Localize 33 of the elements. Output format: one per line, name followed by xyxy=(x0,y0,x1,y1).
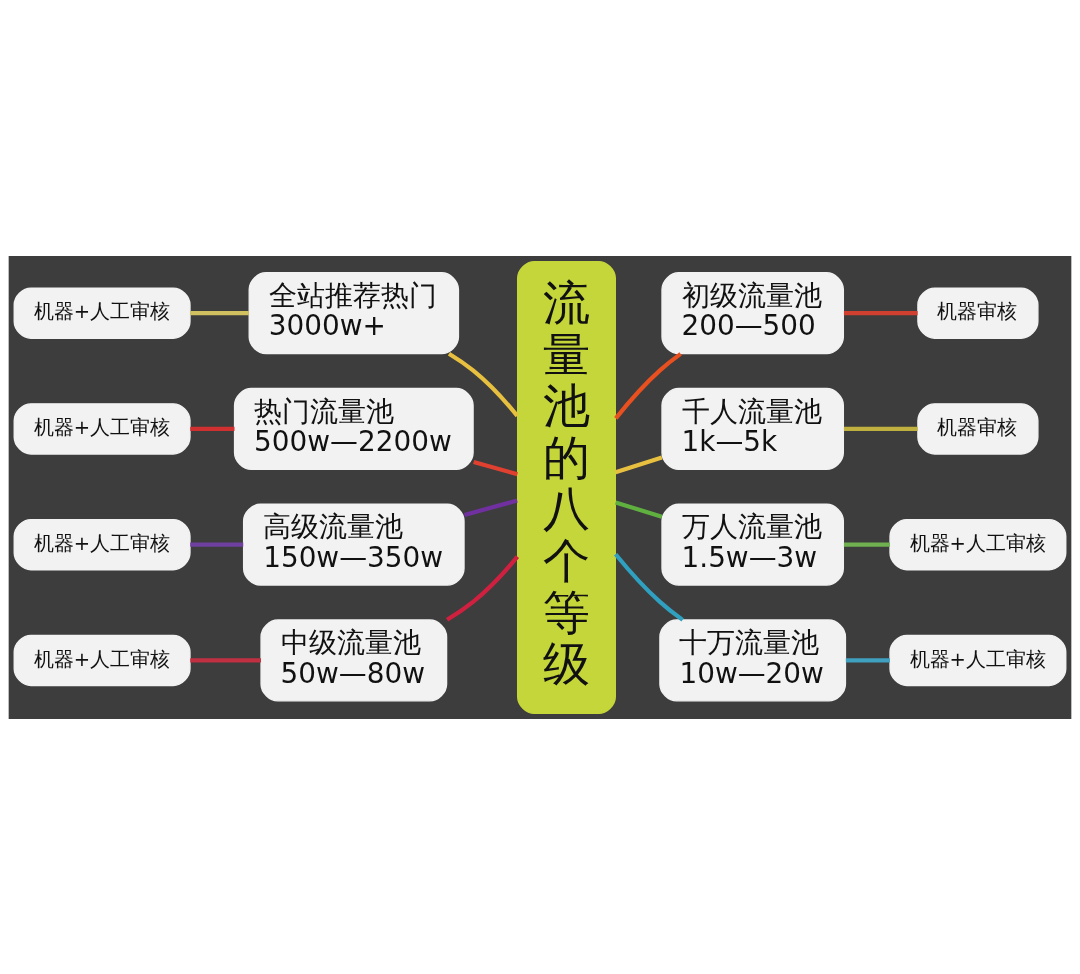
node-box: 流量池的八个等级 xyxy=(517,260,616,714)
node-box: 千人流量池 1k—5k xyxy=(661,387,844,470)
connector xyxy=(843,310,918,315)
connector xyxy=(190,310,249,315)
connector xyxy=(845,657,890,662)
node-box: 机器+人工审核 xyxy=(889,634,1067,686)
connector xyxy=(446,554,520,622)
connector xyxy=(190,657,261,662)
connector xyxy=(614,499,663,519)
node-box: 万人流量池 1.5w—3w xyxy=(661,503,844,586)
connector xyxy=(614,351,682,420)
node-box: 机器+人工审核 xyxy=(13,634,191,686)
connector xyxy=(473,459,518,476)
node-box: 机器+人工审核 xyxy=(889,518,1067,570)
connector xyxy=(447,351,519,417)
connector xyxy=(614,455,663,474)
connector xyxy=(463,498,518,517)
node-box: 机器审核 xyxy=(917,402,1039,455)
connector xyxy=(843,426,918,431)
connector xyxy=(843,542,890,547)
connector xyxy=(190,426,235,431)
node-box: 机器+人工审核 xyxy=(13,402,191,455)
node-box: 机器审核 xyxy=(917,286,1039,339)
connector xyxy=(190,542,244,547)
node-box: 机器+人工审核 xyxy=(13,286,191,339)
node-box: 机器+人工审核 xyxy=(13,518,191,570)
node-box: 全站推荐热门 3000w+ xyxy=(248,271,460,354)
connector xyxy=(614,552,684,622)
node-box: 高级流量池 150w—350w xyxy=(242,503,465,586)
node-box: 十万流量池 10w—20w xyxy=(659,618,847,702)
node-box: 热门流量池 500w—2200w xyxy=(233,387,474,470)
node-box: 中级流量池 50w—80w xyxy=(260,618,448,702)
node-box: 初级流量池 200—500 xyxy=(661,271,844,354)
